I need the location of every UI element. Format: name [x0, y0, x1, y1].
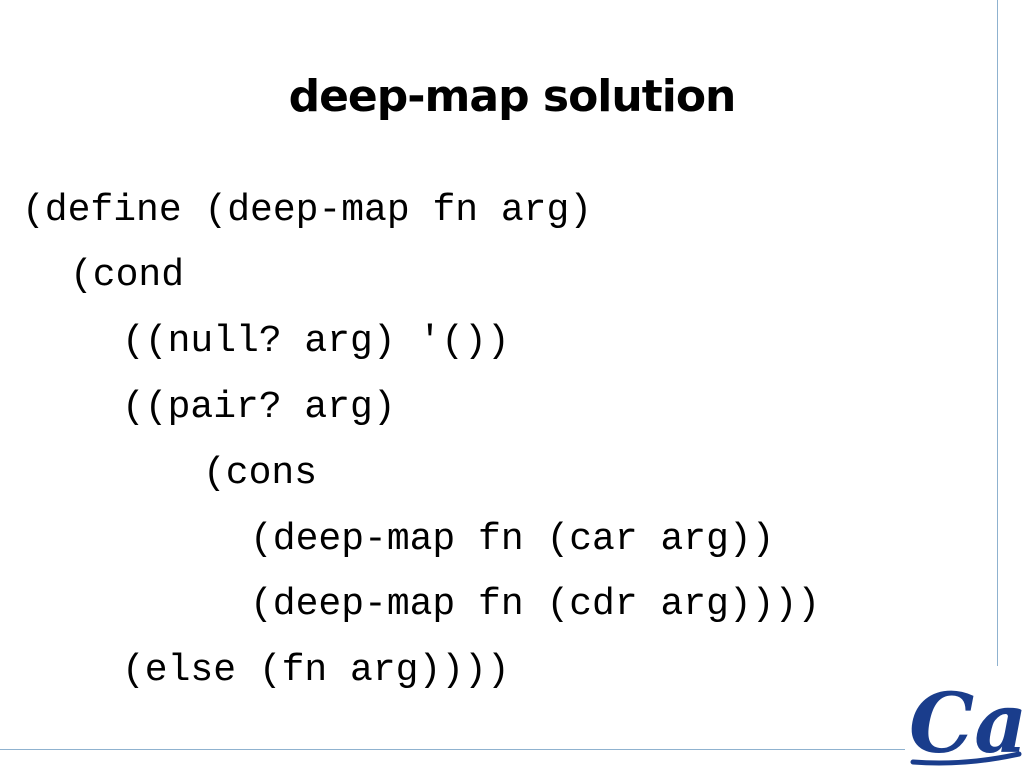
code-line-pair-clause: ((pair? arg) [122, 386, 396, 429]
code-line-cdr-recursion: (deep-map fn (cdr arg)))) [250, 583, 821, 626]
bottom-rule-divider [0, 749, 905, 750]
slide-title: deep-map solution [288, 71, 737, 122]
code-line-car-recursion: (deep-map fn (car arg)) [250, 518, 775, 561]
code-line-null-clause: ((null? arg) '()) [122, 320, 510, 363]
right-rule-divider [997, 0, 998, 666]
code-line-define: (define (deep-map fn arg) [22, 189, 593, 232]
code-line-cond: (cond [70, 254, 185, 297]
code-line-else-clause: (else (fn arg)))) [122, 649, 510, 692]
cal-logo-underline [910, 751, 1022, 766]
code-line-cons: (cons [203, 452, 318, 495]
cal-logo-icon: Cal [909, 676, 1024, 768]
cal-logo-text: Cal [909, 676, 1024, 768]
